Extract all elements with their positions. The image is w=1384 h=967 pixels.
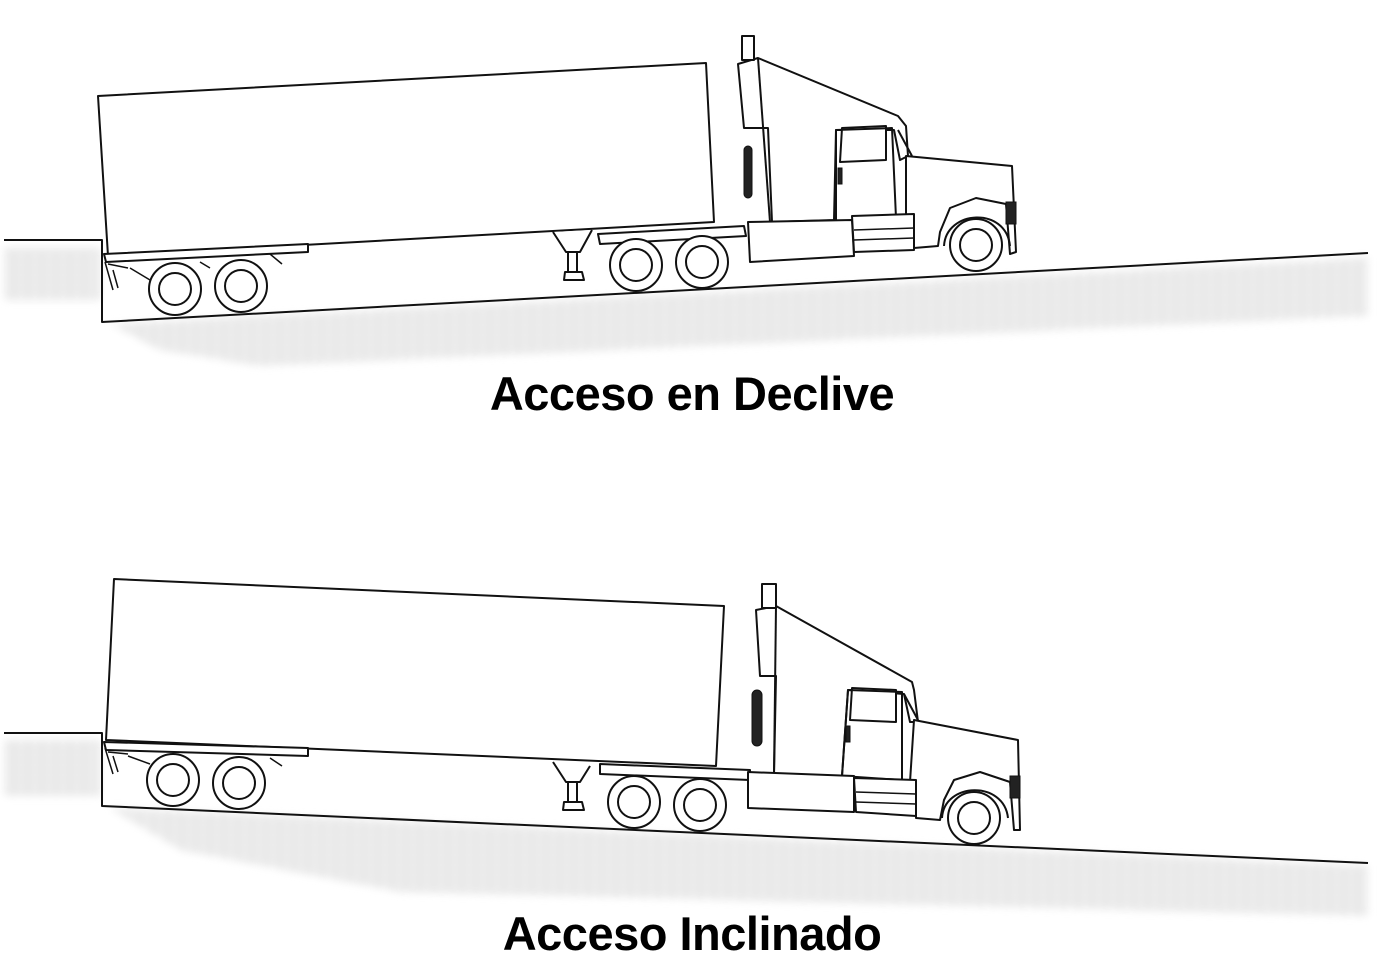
ground-shadow (4, 248, 1368, 366)
exhaust-stack (741, 35, 755, 61)
side-handle (743, 145, 753, 199)
decline-caption: Acceso en Declive (489, 367, 895, 420)
trailer-wheel (148, 262, 202, 316)
trailer-box (105, 578, 725, 767)
drive-wheel (609, 238, 663, 292)
drive-wheel (675, 235, 729, 289)
tractor-frame (597, 225, 747, 245)
trailer-wheel (146, 753, 200, 807)
cab-sleeper (737, 57, 909, 223)
trailer-chassis (103, 741, 309, 757)
cab-window (849, 687, 897, 723)
front-wheel (947, 791, 1001, 845)
cab-step (851, 213, 915, 253)
exhaust-stack (761, 583, 777, 609)
trailer-chassis (103, 243, 309, 263)
incline-caption: Acceso Inclinado (502, 907, 882, 960)
trailer-wheel (214, 259, 268, 313)
incline-scene (4, 578, 1369, 916)
front-wheel (949, 218, 1003, 272)
ground-shadow (4, 740, 1368, 916)
ground-line (4, 239, 1369, 323)
cab-step (853, 777, 917, 817)
decline-scene (4, 35, 1369, 366)
fuel-tank (747, 219, 855, 263)
trailer-box (97, 62, 715, 257)
fuel-tank (747, 771, 855, 813)
drive-wheel (673, 778, 727, 832)
cab-window (839, 125, 887, 163)
ground-line (4, 732, 1369, 864)
trailer-wheel (212, 756, 266, 810)
side-handle (751, 689, 763, 747)
landing-gear (552, 761, 591, 811)
landing-gear (552, 229, 593, 281)
drive-wheel (607, 775, 661, 829)
